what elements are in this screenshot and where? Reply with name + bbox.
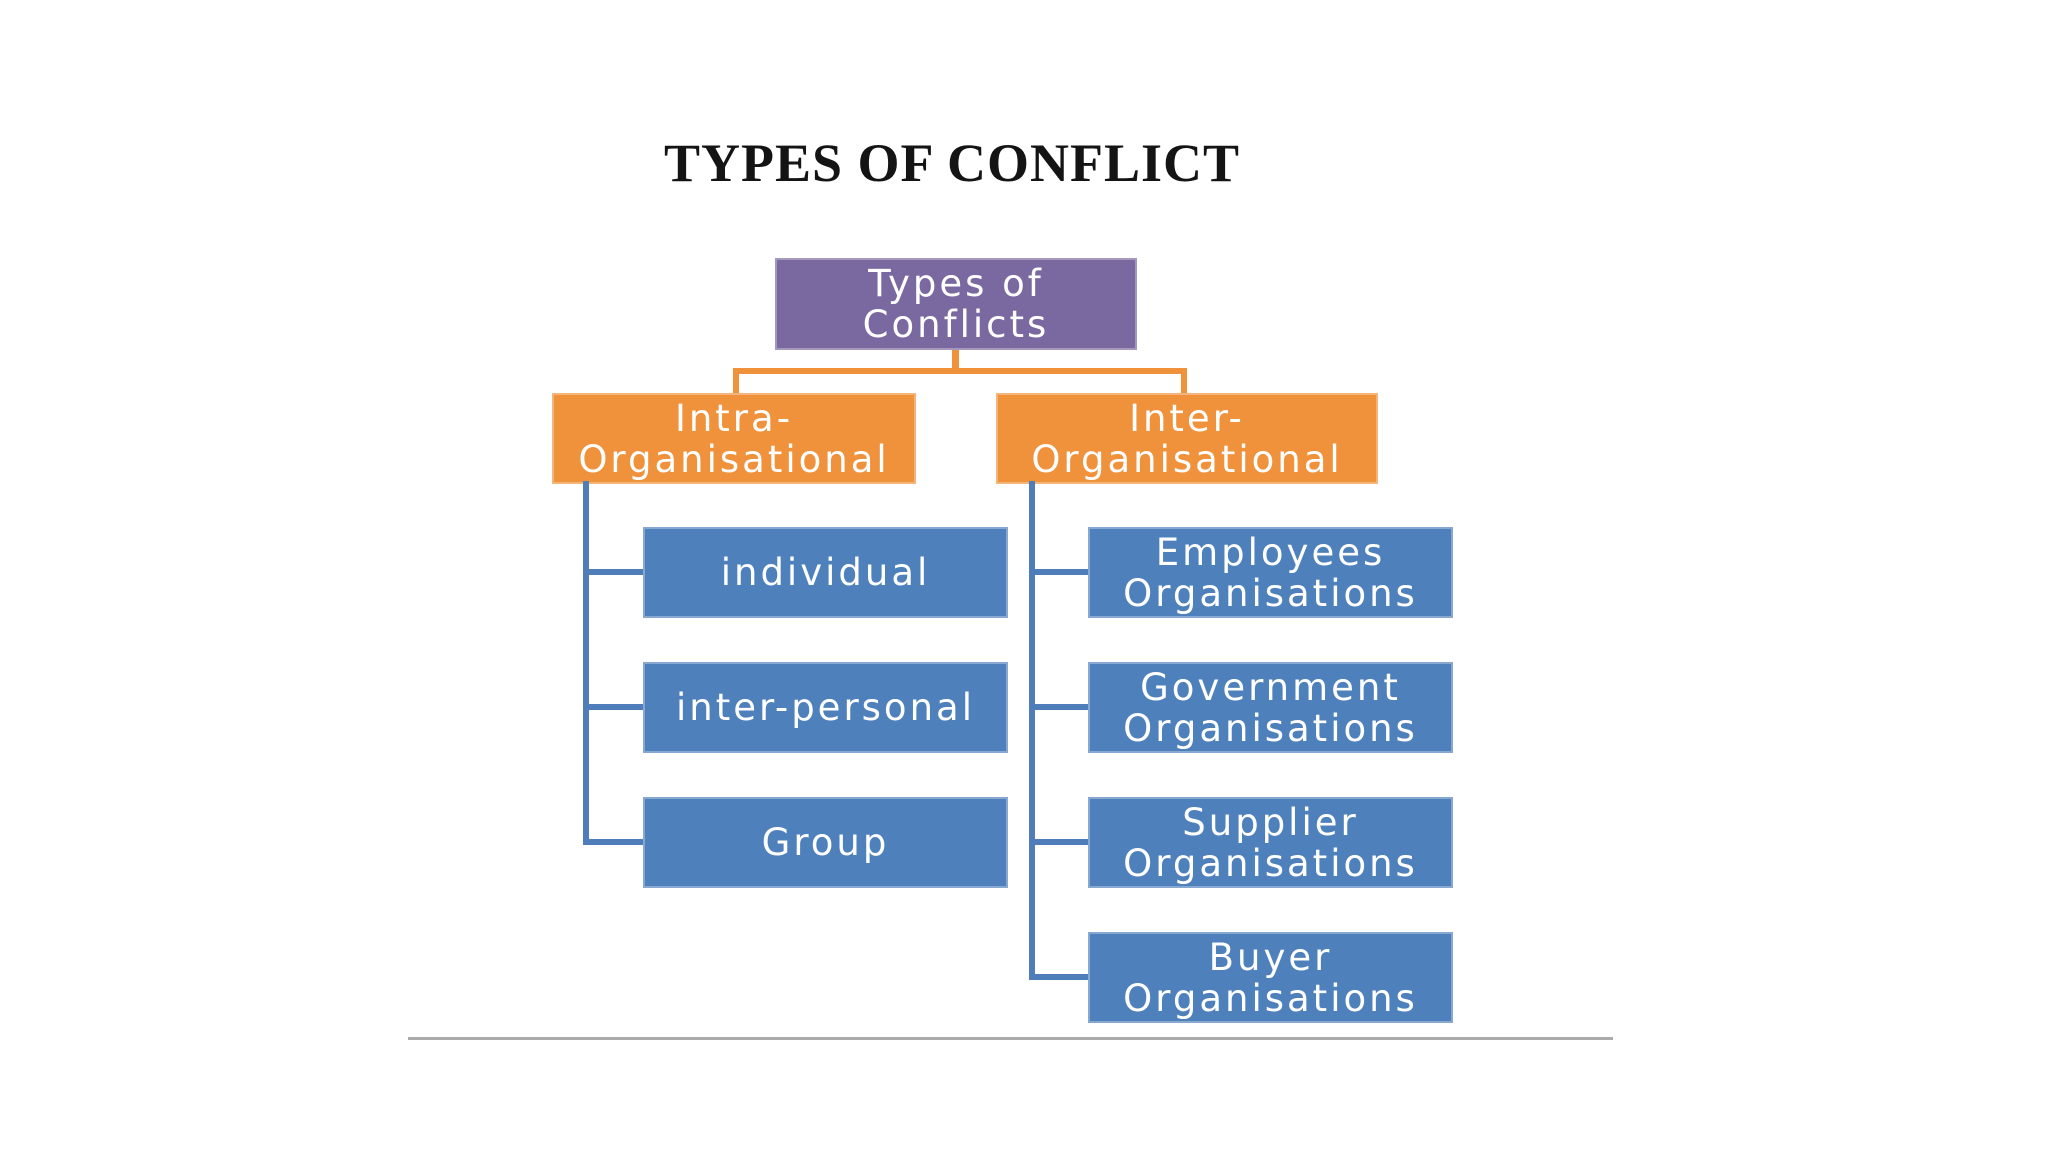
connector-root-stem (952, 350, 959, 370)
leaf-buyer-label: Buyer Organisations (1123, 935, 1418, 1020)
connector-intra-vertical (583, 481, 589, 845)
page-title: TYPES OF CONFLICT (663, 133, 1241, 193)
leaf-node-group: Group (643, 797, 1008, 888)
root-node-label: Types of Conflicts (862, 262, 1050, 346)
connector-stub-inter-personal (583, 704, 645, 710)
leaf-node-supplier-organisations: Supplier Organisations (1088, 797, 1453, 888)
leaf-node-buyer-organisations: Buyer Organisations (1088, 932, 1453, 1023)
leaf-node-employees-organisations: Employees Organisations (1088, 527, 1453, 618)
leaf-node-government-organisations: Government Organisations (1088, 662, 1453, 753)
connector-stub-individual (583, 569, 645, 575)
leaf-node-inter-personal: inter-personal (643, 662, 1008, 753)
leaf-node-individual: individual (643, 527, 1008, 618)
leaf-group-label: Group (761, 821, 890, 864)
connector-drop-intra (733, 368, 739, 395)
connector-inter-vertical (1029, 481, 1035, 980)
branch-node-inter-organisational: Inter- Organisational (996, 393, 1378, 484)
root-node-types-of-conflicts: Types of Conflicts (775, 258, 1137, 350)
branch-intra-label: Intra- Organisational (578, 396, 890, 481)
leaf-government-label: Government Organisations (1123, 665, 1418, 750)
connector-stub-buyer (1029, 974, 1090, 980)
leaf-employees-label: Employees Organisations (1123, 530, 1418, 615)
connector-root-horizontal (733, 368, 1187, 374)
branch-inter-label: Inter- Organisational (1031, 396, 1343, 481)
leaf-supplier-label: Supplier Organisations (1123, 800, 1418, 885)
bottom-divider-line (408, 1037, 1613, 1040)
connector-stub-group (583, 839, 645, 845)
leaf-inter-personal-label: inter-personal (676, 686, 975, 729)
connector-drop-inter (1181, 368, 1187, 395)
branch-node-intra-organisational: Intra- Organisational (552, 393, 916, 484)
leaf-individual-label: individual (720, 551, 931, 594)
connector-stub-supplier (1029, 839, 1090, 845)
connector-stub-employees (1029, 569, 1090, 575)
connector-stub-government (1029, 704, 1090, 710)
